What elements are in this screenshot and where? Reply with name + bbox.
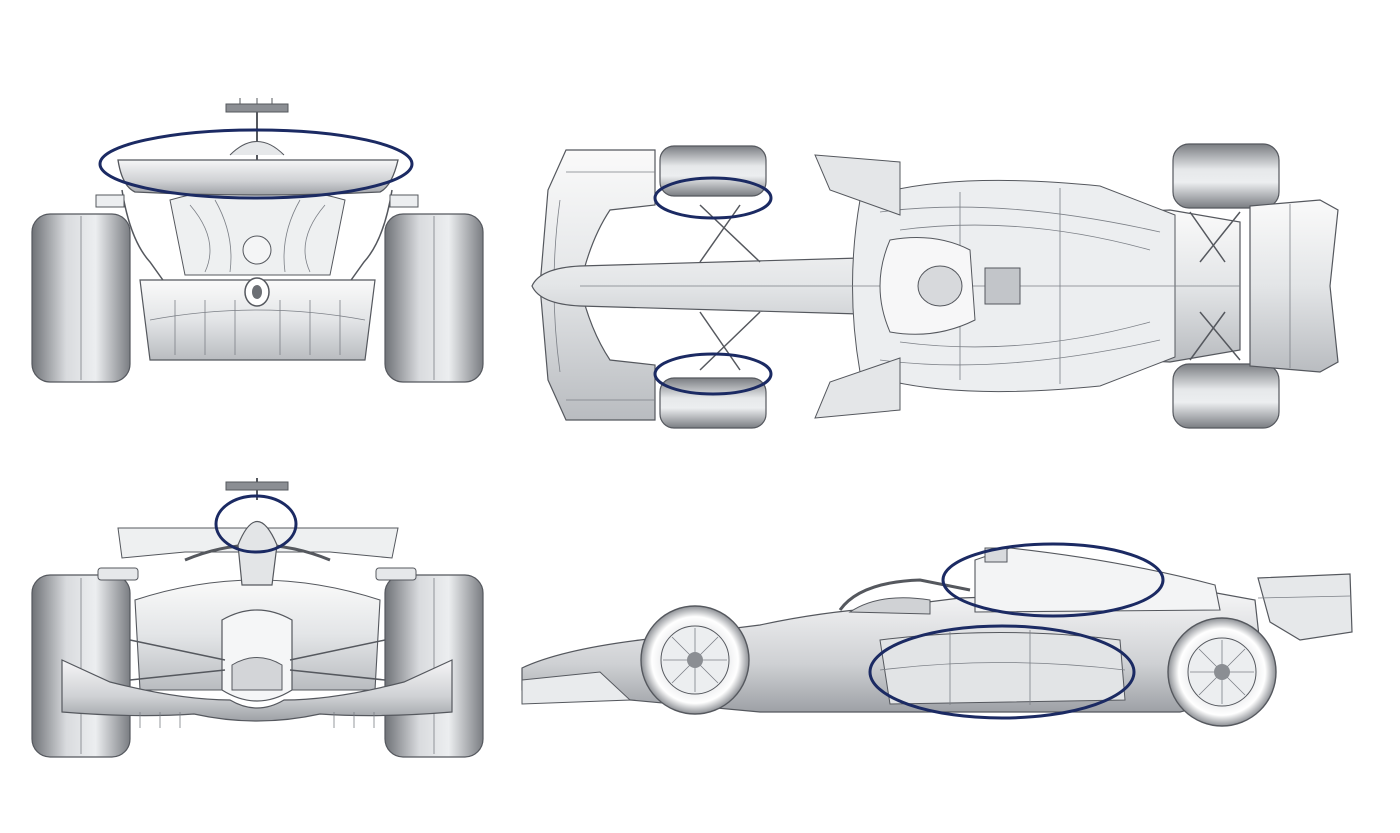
top-rear-right-tyre	[1172, 363, 1280, 429]
side-rear-wing	[1257, 573, 1353, 641]
top-rear-wing	[1249, 199, 1339, 373]
side-view	[521, 542, 1353, 727]
highlight-engine-cover	[941, 542, 1165, 618]
top-front-left-tyre	[659, 145, 767, 197]
top-front-right-tyre	[659, 377, 767, 429]
highlight-front-left-suspension	[653, 176, 773, 220]
highlight-airbox	[214, 494, 298, 554]
top-view	[531, 143, 1339, 429]
top-driver-helmet	[917, 265, 963, 307]
highlight-rear-wing	[98, 128, 414, 200]
front-wing	[61, 659, 453, 722]
highlight-front-right-suspension	[653, 352, 773, 396]
side-sidepod	[879, 632, 1126, 705]
front-view	[31, 478, 484, 758]
rear-view	[31, 98, 484, 383]
rear-diffuser	[139, 279, 376, 361]
top-rear-left-tyre	[1172, 143, 1280, 209]
highlight-sidepod	[868, 624, 1136, 720]
side-engine-cover	[974, 547, 1221, 613]
